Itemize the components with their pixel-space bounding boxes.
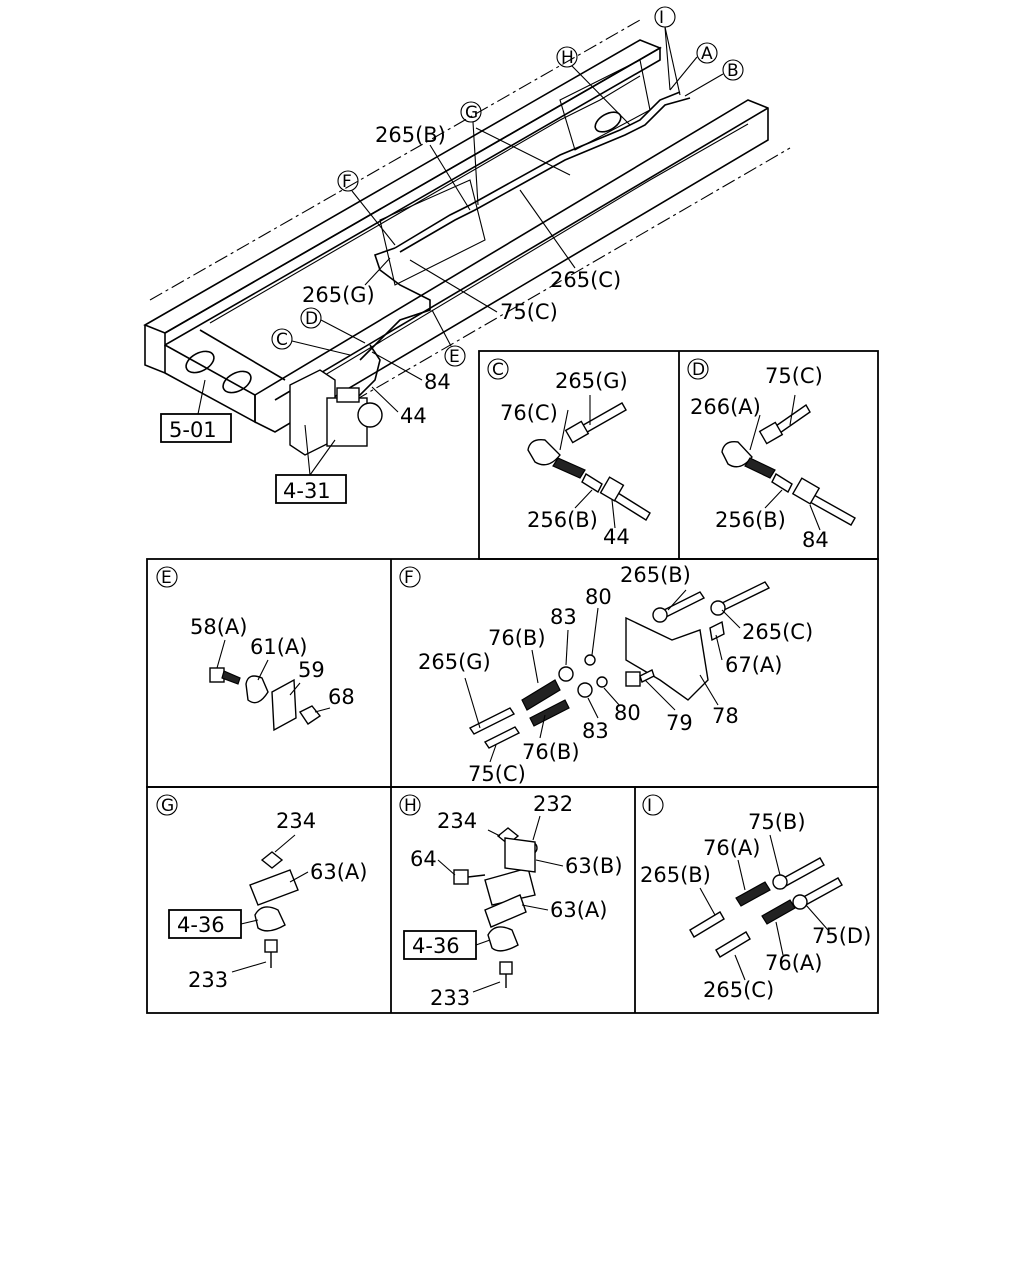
panel-h-ref-4-36: 4-36 <box>412 934 460 958</box>
ref-4-31: 4-31 <box>283 479 331 503</box>
callout-a: A <box>701 44 713 64</box>
panel-d-266a: 266(A) <box>690 395 761 419</box>
panel-i-75b: 75(B) <box>748 810 806 834</box>
panel-f-80-top: 80 <box>585 585 612 609</box>
panel-c-76c: 76(C) <box>500 401 558 425</box>
overview-callouts: I A B H G F D C E <box>271 6 744 367</box>
panel-d-84: 84 <box>802 528 829 552</box>
panel-grid <box>146 350 879 1014</box>
panel-f-76b-bot: 76(B) <box>522 740 580 764</box>
panel-i-265b: 265(B) <box>640 863 711 887</box>
panel-c-256b: 256(B) <box>527 508 598 532</box>
callout-g: G <box>465 103 478 123</box>
label-75c: 75(C) <box>500 300 558 324</box>
panel-h-234: 234 <box>437 809 477 833</box>
callout-i: I <box>659 8 664 28</box>
label-265g: 265(G) <box>302 283 375 307</box>
panel-g-234: 234 <box>276 809 316 833</box>
panel-f-76b-top: 76(B) <box>488 626 546 650</box>
ref-5-01: 5-01 <box>169 418 217 442</box>
panel-f-265g: 265(G) <box>418 650 491 674</box>
panel-h-63b: 63(B) <box>565 854 623 878</box>
panel-e-58a: 58(A) <box>190 615 247 639</box>
label-84: 84 <box>424 370 451 394</box>
panel-i-75d: 75(D) <box>812 924 871 948</box>
panel-f-75c: 75(C) <box>468 762 526 786</box>
panel-d-id: D <box>692 360 705 380</box>
panel-f-265c: 265(C) <box>742 620 813 644</box>
panel-c-265g: 265(G) <box>555 369 628 393</box>
callout-e: E <box>449 347 460 367</box>
panel-f-id: F <box>404 568 414 588</box>
panel-g-id: G <box>161 796 174 816</box>
panel-i: I 75(B) 76(A) 265(B) 75(D) 76(A) 265(C) <box>640 794 871 1002</box>
panel-g-ref-4-36: 4-36 <box>177 913 225 937</box>
panel-f-265b: 265(B) <box>620 563 691 587</box>
panel-c: C 265(G) 76(C) 256(B) 44 <box>487 358 651 549</box>
panel-e-68: 68 <box>328 685 355 709</box>
panel-i-76a-bot: 76(A) <box>765 951 822 975</box>
panel-g-63a: 63(A) <box>310 860 367 884</box>
callout-f: F <box>342 172 352 192</box>
panel-h-63a: 63(A) <box>550 898 607 922</box>
panel-d-75c: 75(C) <box>765 364 823 388</box>
callout-i-circle <box>654 6 676 28</box>
panel-i-76a-top: 76(A) <box>703 836 760 860</box>
panel-h-64: 64 <box>410 847 437 871</box>
overview-ref-boxes: 5-01 4-31 <box>160 379 347 504</box>
panel-f: F 265(B) 80 83 265(C) 76(B) 67(A) 265(G)… <box>399 563 813 786</box>
callout-h: H <box>561 48 574 68</box>
panel-i-id: I <box>647 796 652 816</box>
panel-e-59: 59 <box>298 658 325 682</box>
panel-f-67a: 67(A) <box>725 653 782 677</box>
panel-h-233: 233 <box>430 986 470 1010</box>
callout-b: B <box>727 61 739 81</box>
panel-f-80-bot: 80 <box>614 701 641 725</box>
callout-d: D <box>305 309 318 329</box>
callout-c: C <box>276 330 288 350</box>
panel-e: E 58(A) 61(A) 59 68 <box>156 566 355 732</box>
panel-i-265c: 265(C) <box>703 978 774 1002</box>
valve-assembly <box>289 369 383 456</box>
panel-f-83-bot: 83 <box>582 719 609 743</box>
label-265c: 265(C) <box>550 268 621 292</box>
panel-c-44: 44 <box>603 525 630 549</box>
panel-f-78: 78 <box>712 704 739 728</box>
panel-d-256b: 256(B) <box>715 508 786 532</box>
panel-h-232: 232 <box>533 792 573 816</box>
overview-labels: 265(B) 265(C) 265(G) 75(C) 84 44 <box>302 123 621 428</box>
panel-d: D 75(C) 266(A) 256(B) 84 <box>687 358 856 552</box>
panel-f-79: 79 <box>666 711 693 735</box>
panel-g: G 234 63(A) 4-36 233 <box>156 794 367 992</box>
panel-c-id: C <box>492 360 504 380</box>
panel-h-id: H <box>404 796 417 816</box>
panel-e-61a: 61(A) <box>250 635 307 659</box>
panel-f-83-top: 83 <box>550 605 577 629</box>
panel-h: H 234 232 64 63(B) 63(A) 4-36 233 <box>399 792 623 1010</box>
label-265b: 265(B) <box>375 123 446 147</box>
panel-e-id: E <box>161 568 172 588</box>
panel-g-233: 233 <box>188 968 228 992</box>
label-44: 44 <box>400 404 427 428</box>
